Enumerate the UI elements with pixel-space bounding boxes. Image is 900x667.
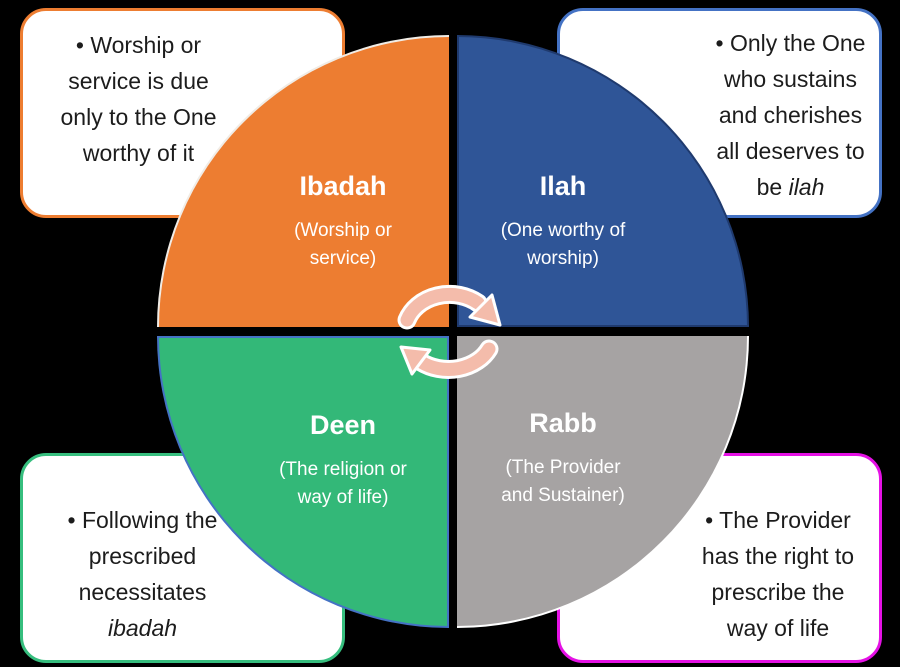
- quadrant-ilah-title: Ilah: [539, 171, 587, 201]
- quadrant-ibadah-title: Ibadah: [299, 171, 387, 201]
- quadrant-deen-title: Deen: [309, 410, 377, 440]
- quadrant-rabb-title: Rabb: [529, 408, 597, 438]
